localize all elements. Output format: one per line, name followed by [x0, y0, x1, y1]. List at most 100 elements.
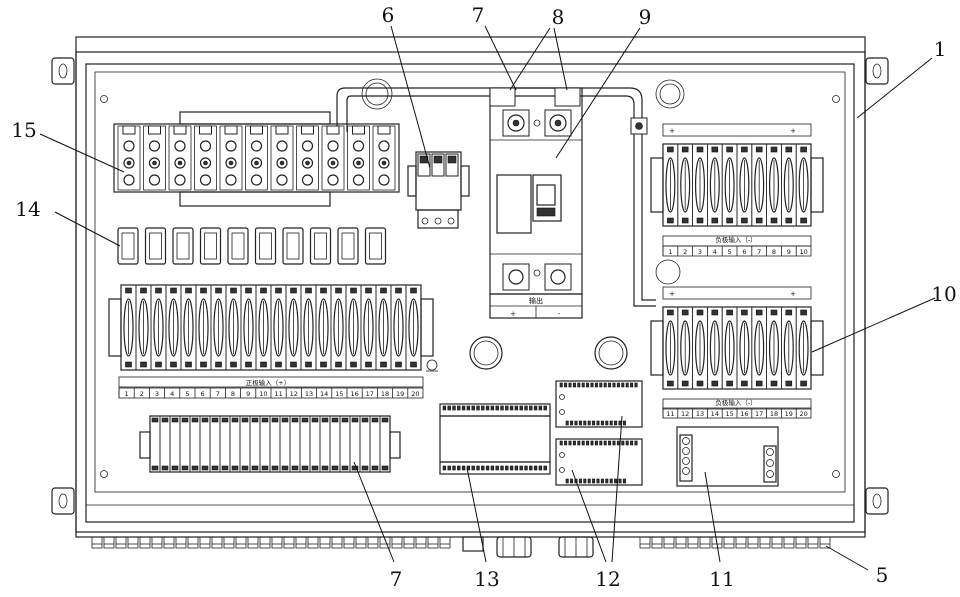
mounting-bracket-top-right [865, 57, 889, 85]
indicator-window [282, 227, 304, 265]
callout-13: 13 [474, 567, 499, 591]
terminal-block [269, 415, 281, 473]
terminal-block [319, 415, 331, 473]
terminal-block [149, 415, 161, 473]
corner-screws [100, 95, 840, 478]
negative-terminal-bottom-module [662, 306, 679, 390]
terminal-number: 3 [155, 390, 159, 398]
negative-input-label-bottom: 负极输入（-） [715, 398, 756, 407]
fuse-holder [372, 125, 396, 191]
dc-breaker [489, 87, 583, 319]
callout-10: 10 [931, 282, 956, 306]
negative-terminal-top-module [721, 143, 738, 227]
negative-terminal-top-module [662, 143, 679, 227]
callout-7-top: 7 [472, 3, 485, 27]
terminal-number: 20 [799, 410, 807, 418]
terminal-block [379, 415, 391, 473]
callout-12: 12 [595, 567, 620, 591]
fuse-holder [117, 125, 141, 191]
terminal-block [299, 415, 311, 473]
fuse-holder [321, 125, 345, 191]
cable-glands-left [91, 536, 451, 549]
callout-8: 8 [552, 5, 565, 29]
callout-14: 14 [15, 197, 40, 221]
indicator-windows [117, 227, 387, 265]
terminal-number: 4 [713, 248, 717, 256]
terminal-number: 10 [799, 248, 807, 256]
negative-terminal-bottom-module [736, 306, 753, 390]
indicator-window [117, 227, 139, 265]
polarity-plus-mark: + [669, 127, 675, 135]
negative-terminal-bottom-module [692, 306, 708, 390]
polarity-plus-mark: + [790, 290, 796, 298]
terminal-number: 17 [366, 390, 374, 398]
positive-terminal-module [180, 284, 197, 371]
indicator-window [227, 227, 249, 265]
negative-terminal-top-module [692, 143, 708, 227]
terminal-block [219, 415, 231, 473]
positive-terminal-module [285, 284, 302, 371]
fuse-holder [219, 125, 243, 191]
terminal-number: 2 [683, 248, 687, 256]
terminal-number: 17 [755, 410, 763, 418]
positive-terminal-module [135, 284, 152, 371]
terminal-block [229, 415, 241, 473]
terminal-number: 4 [170, 390, 174, 398]
positive-terminal-module [360, 284, 377, 371]
surge-protector [407, 151, 470, 229]
terminal-number: 1 [125, 390, 129, 398]
indicator-window [172, 227, 194, 265]
fuse-holder [143, 125, 166, 191]
terminal-number: 7 [216, 390, 220, 398]
callout-9: 9 [639, 5, 652, 29]
mounting-bracket-bottom-right [865, 487, 889, 515]
terminal-number: 3 [698, 248, 702, 256]
bus-bar [336, 78, 685, 307]
power-module [439, 403, 551, 475]
callout-11: 11 [709, 567, 734, 591]
negative-terminal-bottom-module [707, 306, 723, 390]
positive-terminal-module [390, 284, 407, 371]
fuse-holder [245, 125, 268, 191]
callout-5: 5 [876, 563, 889, 587]
terminal-block [369, 415, 381, 473]
polarity-plus-mark: + [790, 127, 796, 135]
positive-terminal-module [120, 284, 137, 371]
terminal-block [169, 415, 181, 473]
terminal-number: 12 [290, 390, 298, 398]
terminal-number: 11 [274, 390, 282, 398]
positive-input-label: 正极输入（+） [246, 378, 290, 387]
negative-terminal-top-module [707, 143, 723, 227]
positive-terminal-module [255, 284, 272, 371]
indicator-window [199, 227, 222, 265]
terminal-number: 9 [787, 248, 791, 256]
terminal-number: 15 [725, 410, 733, 418]
terminal-number: 16 [350, 390, 358, 398]
positive-terminal-module [345, 284, 362, 371]
negative-terminal-bottom-module [795, 306, 812, 390]
fuse-holder [168, 125, 192, 191]
positive-terminal-module [240, 284, 257, 371]
terminal-number: 6 [742, 248, 746, 256]
callout-7-bottom: 7 [390, 567, 403, 591]
indicator-window [337, 227, 359, 265]
leader-lines [39, 25, 936, 571]
positive-terminal-module [165, 284, 182, 371]
positive-terminal-module [330, 284, 347, 371]
negative-terminal-bottom-module [781, 306, 797, 390]
negative-terminal-top-module [766, 143, 782, 227]
mounting-bracket-top-left [51, 57, 75, 85]
terminal-number: 10 [259, 390, 267, 398]
terminal-block [329, 415, 341, 473]
terminal-number: 13 [305, 390, 313, 398]
positive-terminal-module [225, 284, 242, 371]
negative-terminal-top-module [736, 143, 753, 227]
positive-terminal-module [405, 284, 422, 371]
monitoring-board-lower [555, 438, 643, 486]
terminal-block [289, 415, 301, 473]
positive-terminal-module [210, 284, 227, 371]
terminal-number: 14 [320, 390, 328, 398]
large-cable-glands [462, 536, 594, 558]
